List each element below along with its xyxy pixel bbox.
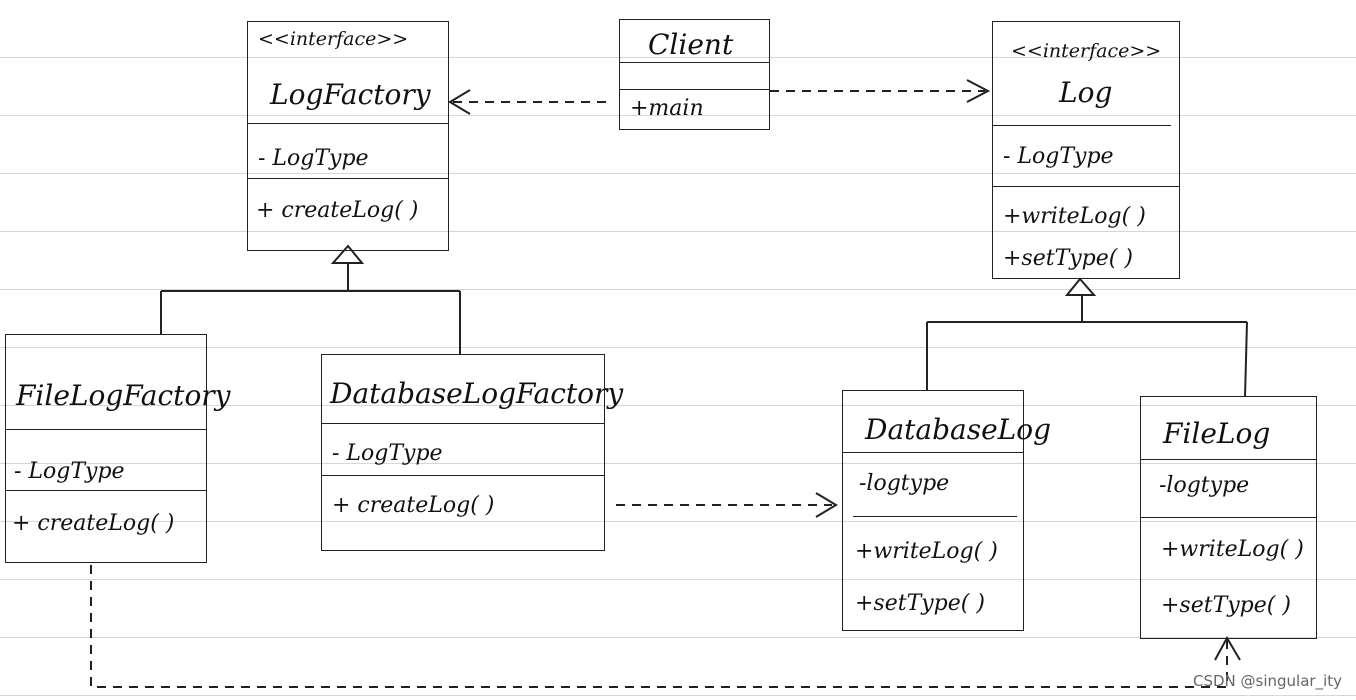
compartment-divider — [853, 516, 1017, 517]
compartment-divider — [322, 475, 604, 476]
compartment-divider — [248, 178, 448, 179]
compartment-divider — [620, 62, 769, 63]
compartment-divider — [322, 423, 604, 424]
attribute-text: - LogType — [332, 441, 443, 466]
attribute-text: - LogType — [258, 146, 369, 171]
compartment-divider — [248, 123, 448, 124]
method-text: +setType( ) — [855, 591, 985, 616]
class-databaselog: DatabaseLog -logtype +writeLog( ) +setTy… — [842, 390, 1051, 631]
attribute-text: -logtype — [859, 471, 950, 496]
compartment-divider — [6, 490, 206, 491]
class-name: FileLog — [1163, 417, 1271, 450]
attribute-text: - LogType — [14, 459, 125, 484]
class-databaselogfactory: DatabaseLogFactory - LogType + createLog… — [321, 354, 623, 551]
method-text: +writeLog( ) — [855, 539, 998, 564]
method-text: +setType( ) — [1161, 593, 1291, 618]
class-name: Client — [648, 28, 734, 61]
method-text: +main — [630, 96, 704, 121]
attribute-text: - LogType — [1003, 144, 1114, 169]
class-client: Client +main — [619, 19, 770, 130]
arrowhead-open-dblog — [815, 492, 838, 518]
generalization-triangle-log — [1064, 277, 1097, 296]
class-filelogfactory: FileLogFactory - LogType + createLog( ) — [5, 334, 231, 563]
generalization-branch-log — [926, 321, 1248, 398]
watermark-text: CSDN @singular_ity — [1192, 672, 1342, 690]
class-name: FileLogFactory — [16, 379, 231, 412]
compartment-divider — [993, 125, 1171, 126]
class-filelog: FileLog -logtype +writeLog( ) +setType( … — [1140, 396, 1317, 639]
compartment-divider — [993, 186, 1179, 187]
arrowhead-open-log — [966, 79, 991, 103]
class-name: LogFactory — [270, 78, 431, 111]
dependency-filefactory-to-filelog — [90, 565, 1228, 688]
method-text: + createLog( ) — [12, 511, 175, 536]
arrowhead-open-logfactory — [448, 89, 471, 115]
class-log: <<interface>> Log - LogType +writeLog( )… — [992, 21, 1180, 279]
method-text: + createLog( ) — [332, 493, 495, 518]
compartment-divider — [620, 89, 769, 90]
method-text: +writeLog( ) — [1161, 537, 1304, 562]
compartment-divider — [6, 429, 206, 430]
compartment-divider — [1141, 459, 1316, 460]
attribute-text: -logtype — [1159, 473, 1250, 498]
class-name: DatabaseLogFactory — [330, 377, 624, 410]
compartment-divider — [1141, 517, 1316, 518]
class-name: Log — [1059, 76, 1113, 109]
stereotype-label: <<interface>> — [258, 28, 409, 50]
method-text: + createLog( ) — [256, 198, 419, 223]
class-name: DatabaseLog — [865, 413, 1052, 446]
stereotype-label: <<interface>> — [1011, 40, 1162, 62]
class-logfactory: <<interface>> LogFactory - LogType + cre… — [247, 21, 449, 251]
method-text: +setType( ) — [1003, 246, 1133, 271]
method-text: +writeLog( ) — [1003, 204, 1146, 229]
compartment-divider — [843, 452, 1023, 453]
generalization-branch-logfactory — [160, 290, 461, 355]
